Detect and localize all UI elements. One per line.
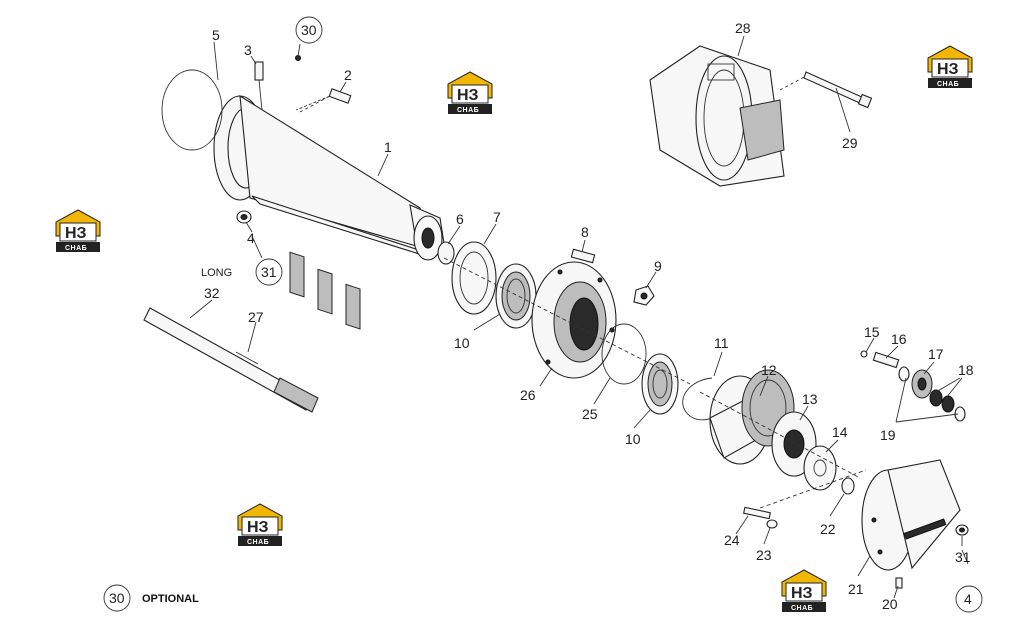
label-28: 28 [735,20,751,36]
planet-gear-17 [911,369,933,399]
watermark-logo: НЗ СНАБ [781,569,827,613]
label-15: 15 [864,324,880,340]
label-4: 4 [247,230,255,246]
thrust-washers-19 [898,366,966,422]
label-25: 25 [582,406,598,422]
label-31: 31 [261,264,277,280]
breather-fitting-3 [254,61,264,111]
label-21: 21 [848,581,864,597]
axle-shaft-27 [143,307,319,413]
spacer-ring-7 [451,241,497,315]
label-14: 14 [832,424,848,440]
label-13: 13 [802,391,818,407]
optional-fitting-30 [295,55,301,61]
svg-text:НЗ: НЗ [247,519,269,536]
watermark-logo: НЗ СНАБ [55,209,101,253]
bearing-10a [495,263,537,329]
svg-text:СНАБ: СНАБ [247,539,269,546]
legend-optional: OPTIONAL [142,593,199,605]
label-16: 16 [891,331,907,347]
final-drive-assembly-28 [649,45,785,187]
watermark-logo: НЗ СНАБ [237,503,283,547]
label-24: 24 [724,532,740,548]
label-31b: 31 [955,549,971,565]
hub-cover-21 [861,459,961,571]
ring-gear-12 [709,369,795,465]
watermark-logo: НЗ СНАБ [927,45,973,89]
wheel-hub-26 [531,261,617,379]
seal-6 [437,241,455,265]
label-10a: 10 [454,335,470,351]
svg-text:СНАБ: СНАБ [937,81,959,88]
label-12: 12 [761,362,777,378]
label-6: 6 [456,211,464,227]
label-32: 32 [204,285,220,301]
label-8: 8 [581,224,589,240]
svg-text:НЗ: НЗ [457,87,479,104]
label-4b: 4 [964,591,972,607]
svg-text:НЗ: НЗ [65,225,87,242]
nut-31 [955,524,969,536]
callout-4-circle [955,585,983,613]
axle-housing [213,94,447,330]
svg-text:СНАБ: СНАБ [65,245,87,252]
label-2: 2 [344,67,352,83]
svg-text:СНАБ: СНАБ [457,107,479,114]
leader-lines [189,35,969,599]
label-27: 27 [248,309,264,325]
thrust-washer-14 [803,445,837,491]
label-1: 1 [384,139,392,155]
o-ring-25 [601,323,647,385]
callout-30-circle [295,16,323,44]
washer-22 [841,477,855,495]
label-18: 18 [958,362,974,378]
watermark-logo: НЗ СНАБ [447,71,493,115]
label-17: 17 [928,346,944,362]
stud-8 [570,248,596,264]
label-10b: 10 [625,431,641,447]
bearing-rollers-18 [929,389,955,413]
label-23: 23 [756,547,772,563]
bolt-2 [295,88,352,111]
bearing-10b [641,353,679,415]
label-29: 29 [842,135,858,151]
pin-24 [743,506,771,520]
label-5: 5 [212,27,220,43]
planet-pin-16 [872,351,900,369]
label-19: 19 [880,427,896,443]
svg-text:НЗ: НЗ [791,585,813,602]
bolt-20 [895,577,903,589]
label-11: 11 [714,335,729,351]
callout-31-circle [255,258,283,286]
ball-15 [860,350,868,358]
label-9: 9 [654,258,662,274]
label-3: 3 [244,42,252,58]
svg-text:НЗ: НЗ [937,61,959,78]
watermark-logos: НЗ СНАБ НЗ СНАБ НЗ СНАБ НЗ СНАБ НЗ СНАБ [55,45,973,613]
label-30: 30 [301,22,317,38]
legend-30-number: 30 [109,590,125,606]
label-7: 7 [493,209,501,225]
label-22: 22 [820,521,836,537]
label-20: 20 [882,596,898,612]
bolt-29 [803,71,873,109]
label-26: 26 [520,387,536,403]
legend-30-circle [103,584,131,612]
nut-23 [766,519,778,529]
callout-labels: 1 2 3 4 4 5 6 7 8 9 10 10 11 12 13 14 15… [109,20,974,612]
nut-4 [236,210,252,224]
o-ring-5 [161,69,223,151]
label-long: LONG [201,267,232,279]
nut-9 [633,285,655,306]
svg-text:СНАБ: СНАБ [791,605,813,612]
